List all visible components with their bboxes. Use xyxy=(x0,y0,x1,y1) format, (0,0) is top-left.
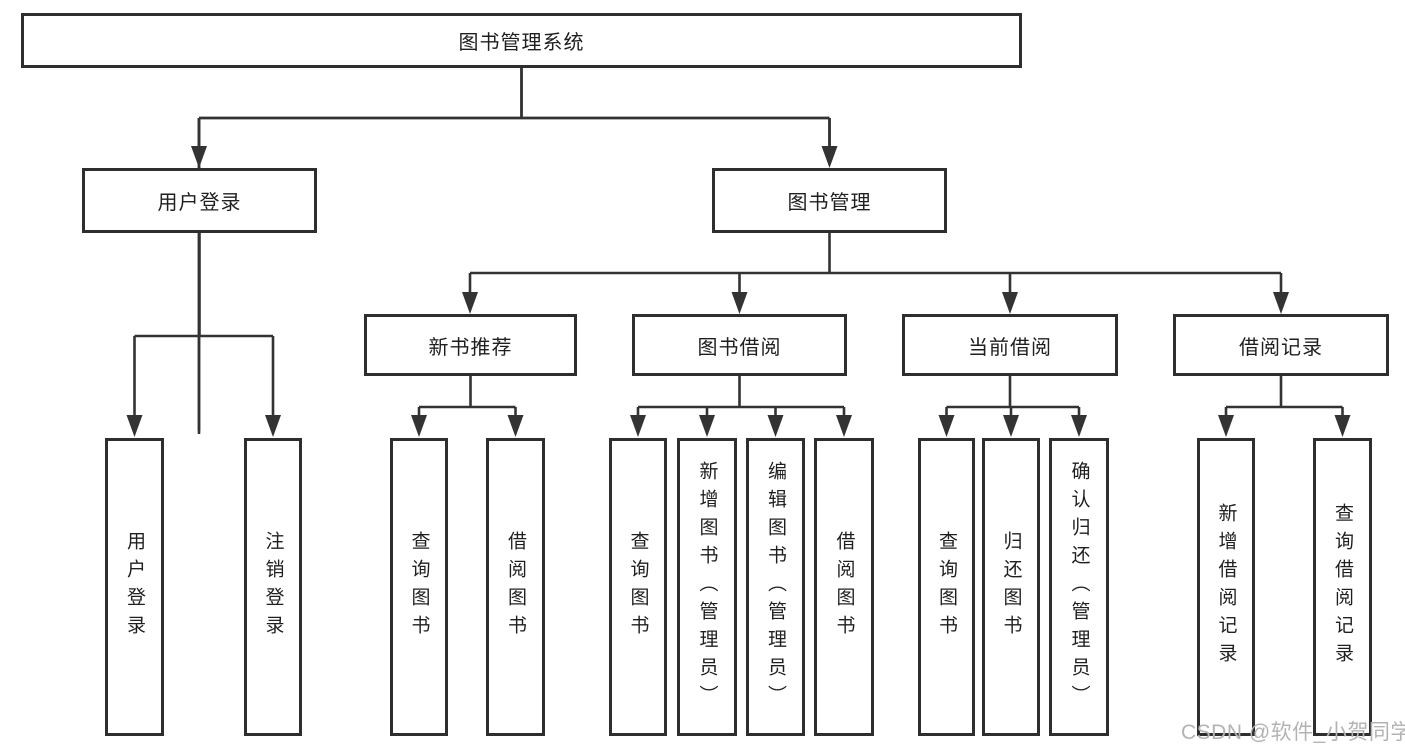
node-current-borrow: 当前借阅 xyxy=(902,314,1118,376)
leaf-query-book-recommend: 查询图书 xyxy=(390,438,448,736)
node-borrow-record: 借阅记录 xyxy=(1173,314,1389,376)
node-root-library-system: 图书管理系统 xyxy=(21,13,1022,68)
leaf-query-book-borrow: 查询图书 xyxy=(609,438,667,736)
leaf-logout: 注销登录 xyxy=(244,438,302,736)
leaf-edit-book-admin: 编辑图书（管理员） xyxy=(746,438,805,736)
leaf-add-borrow-record: 新增借阅记录 xyxy=(1197,438,1255,736)
leaf-borrow-book: 借阅图书 xyxy=(814,438,874,736)
node-user-login: 用户登录 xyxy=(82,168,317,233)
csdn-watermark: CSDN @软件_小贺同学 xyxy=(1181,721,1405,744)
node-book-management: 图书管理 xyxy=(712,168,947,233)
leaf-confirm-return-admin: 确认归还（管理员） xyxy=(1049,438,1109,736)
leaf-user-login: 用户登录 xyxy=(105,438,164,736)
leaf-query-borrow-record: 查询借阅记录 xyxy=(1313,438,1372,736)
arrowheads xyxy=(126,146,1351,437)
leaf-query-book-current: 查询图书 xyxy=(918,438,975,736)
node-book-borrow: 图书借阅 xyxy=(632,314,847,376)
node-new-book-recommend: 新书推荐 xyxy=(364,314,577,376)
leaf-return-book: 归还图书 xyxy=(982,438,1040,736)
leaf-borrow-book-recommend: 借阅图书 xyxy=(486,438,545,736)
leaf-add-book-admin: 新增图书（管理员） xyxy=(677,438,737,736)
